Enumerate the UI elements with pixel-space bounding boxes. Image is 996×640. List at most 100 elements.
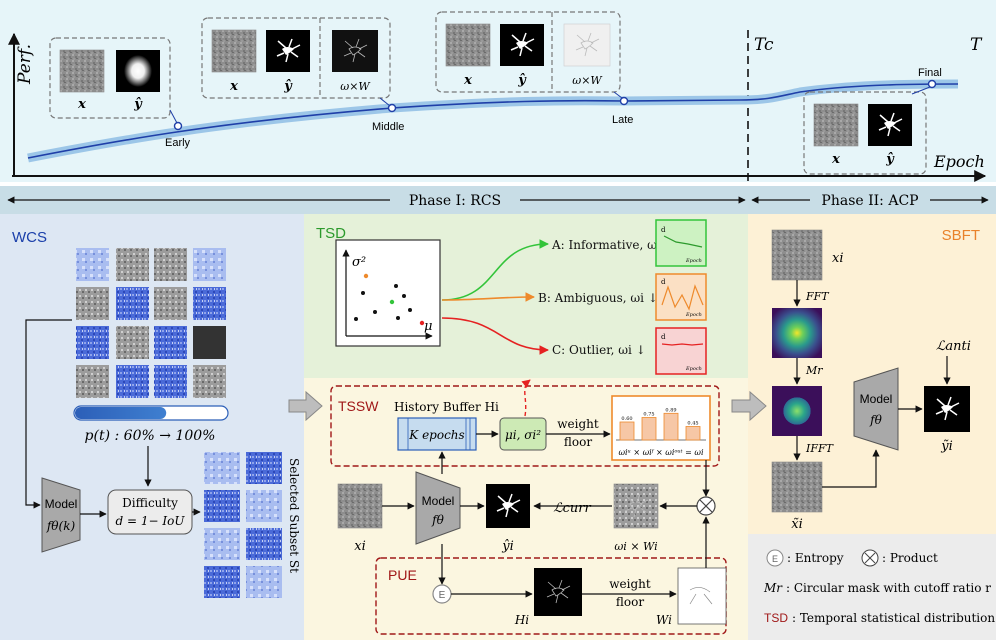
weight-bar-label: 0.89: [665, 407, 676, 413]
final-point: [927, 79, 937, 89]
fft-spectrum-image: [772, 308, 822, 358]
phase-bar: Phase I: RCS Phase II: ACP: [0, 186, 996, 214]
svg-text:IFFT: IFFT: [805, 442, 835, 455]
svg-text:TSD: TSD: [764, 611, 788, 625]
center-panel: TSSW History Buffer Hi K epochs μi, σi² …: [288, 378, 748, 640]
legend-mask: : Circular mask with cutoff ratio r: [786, 581, 991, 595]
ambiguous-label: B: Ambiguous, ωi ↓: [538, 291, 658, 305]
input-xi-image: [337, 483, 383, 529]
svg-text:x̃i: x̃i: [791, 517, 803, 532]
selected-subset-grid: [204, 452, 282, 598]
phase1-label: Phase I: RCS: [409, 193, 501, 209]
weight-bar-label: 0.75: [643, 412, 654, 418]
wcs-model: [41, 477, 81, 553]
svg-text:floor: floor: [564, 435, 592, 449]
epoch-label: Epoch: [933, 152, 985, 171]
late-label: Late: [612, 114, 633, 126]
weight-bar-chart: 0.600.750.890.45 ωiᵘ × ωiᶠ × ωiᵒᵘᵗ = ωi: [611, 395, 711, 461]
image-grid: [76, 248, 226, 398]
tssw-title: TSSW: [338, 398, 379, 414]
svg-text:Epoch: Epoch: [685, 312, 702, 318]
svg-text:Difficulty: Difficulty: [122, 496, 178, 510]
selected-subset-label: Selected Subset St: [287, 458, 301, 573]
svg-text:Mr: Mr: [805, 364, 823, 377]
svg-text:K epochs: K epochs: [408, 428, 464, 442]
weighted-mask-image: [613, 483, 659, 529]
svg-text:Hi: Hi: [514, 613, 529, 627]
svg-text:ŷ: ŷ: [517, 73, 527, 88]
timeline-panel: Perf. Epoch Tc T Early Middle Late Final…: [0, 0, 996, 186]
flow-arrow-sbft: [731, 390, 767, 422]
svg-text:μi, σi²: μi, σi²: [505, 428, 541, 442]
svg-text:Model: Model: [422, 494, 455, 508]
svg-text:weight: weight: [557, 417, 599, 431]
legend-product: : Product: [882, 551, 938, 565]
t-label: T: [970, 35, 983, 55]
sbft-title: SBFT: [942, 227, 980, 244]
svg-text:FFT: FFT: [805, 290, 830, 303]
sbft-panel: SBFT xi FFT Mr IFFT x̃i Model fθ ỹi ℒant…: [731, 214, 996, 534]
phase2-label: Phase II: ACP: [821, 193, 918, 209]
svg-text:d: d: [661, 278, 666, 286]
legend-tsd: : Temporal statistical distribution: [792, 611, 995, 625]
svg-text:Epoch: Epoch: [685, 258, 702, 264]
middle-point: [387, 103, 397, 113]
svg-text:ŷ: ŷ: [133, 97, 143, 112]
history-buffer: K epochs: [397, 417, 477, 451]
performance-curve: [27, 83, 959, 159]
middle-snapshot: x ŷ ω×W: [201, 17, 391, 107]
final-snapshot: x ŷ: [803, 86, 931, 175]
svg-text:E: E: [439, 590, 446, 601]
svg-text:Model: Model: [860, 392, 893, 406]
flow-arrow-wcs: [288, 390, 323, 422]
weight-wi-image: [677, 567, 727, 625]
filtered-image: [771, 461, 823, 513]
tsd-title: TSD: [316, 225, 346, 242]
wcs-panel: WCS p(t) : 60% → 100%: [0, 214, 304, 640]
svg-text:weight: weight: [609, 577, 651, 591]
legend-entropy: : Entropy: [787, 551, 844, 565]
svg-text:Wi: Wi: [656, 613, 672, 627]
informative-curve-chart: d Epoch: [655, 219, 707, 267]
weight-bar-label: 0.60: [621, 416, 632, 422]
weight-bar: [685, 426, 701, 441]
sbft-model: [853, 367, 899, 451]
weight-bar: [641, 417, 657, 441]
outlier-label: C: Outlier, ωi ↓: [552, 343, 646, 357]
late-point: [619, 96, 629, 106]
svg-text:d: d: [661, 226, 666, 234]
wcs-title: WCS: [12, 229, 47, 246]
curr-loss: ℒcurr: [553, 501, 591, 516]
svg-text:ω×W: ω×W: [340, 80, 371, 93]
svg-text:ŷ: ŷ: [283, 79, 293, 94]
progress-label: p(t) : 60% → 100%: [85, 428, 216, 444]
tc-label: Tc: [754, 35, 774, 55]
svg-text:ŷ: ŷ: [885, 152, 895, 167]
early-input-image: [59, 49, 105, 93]
svg-text:d: d: [661, 333, 666, 341]
tsd-panel: TSD σ² μ A: Informative, ωi ↑ B: Ambiguo…: [304, 214, 748, 378]
svg-text:floor: floor: [616, 595, 644, 609]
svg-text:E: E: [772, 554, 778, 564]
weight-bar: [663, 412, 679, 441]
svg-text:Mr: Mr: [763, 581, 783, 595]
sbft-input-image: [771, 229, 823, 281]
svg-text:x: x: [229, 79, 238, 94]
svg-text:σ²: σ²: [352, 255, 366, 270]
svg-text:fθ(k): fθ(k): [46, 519, 76, 533]
masked-spectrum-image: [772, 386, 822, 436]
outlier-curve-chart: d Epoch: [655, 327, 707, 375]
svg-text:x: x: [831, 152, 840, 167]
svg-text:xi: xi: [354, 539, 366, 554]
svg-text:ω×W: ω×W: [572, 74, 603, 87]
svg-text:ωi × Wi: ωi × Wi: [614, 540, 657, 553]
history-buffer-label: History Buffer Hi: [394, 400, 499, 414]
ambiguous-curve-chart: d Epoch: [655, 273, 707, 321]
perf-label: Perf.: [15, 44, 35, 85]
anti-loss: ℒanti: [936, 339, 971, 354]
informative-label: A: Informative, ωi ↑: [551, 238, 675, 252]
svg-text:Model: Model: [45, 497, 78, 511]
svg-text:xi: xi: [832, 251, 844, 266]
weight-formula: ωiᵘ × ωiᶠ × ωiᵒᵘᵗ = ωi: [619, 448, 704, 457]
